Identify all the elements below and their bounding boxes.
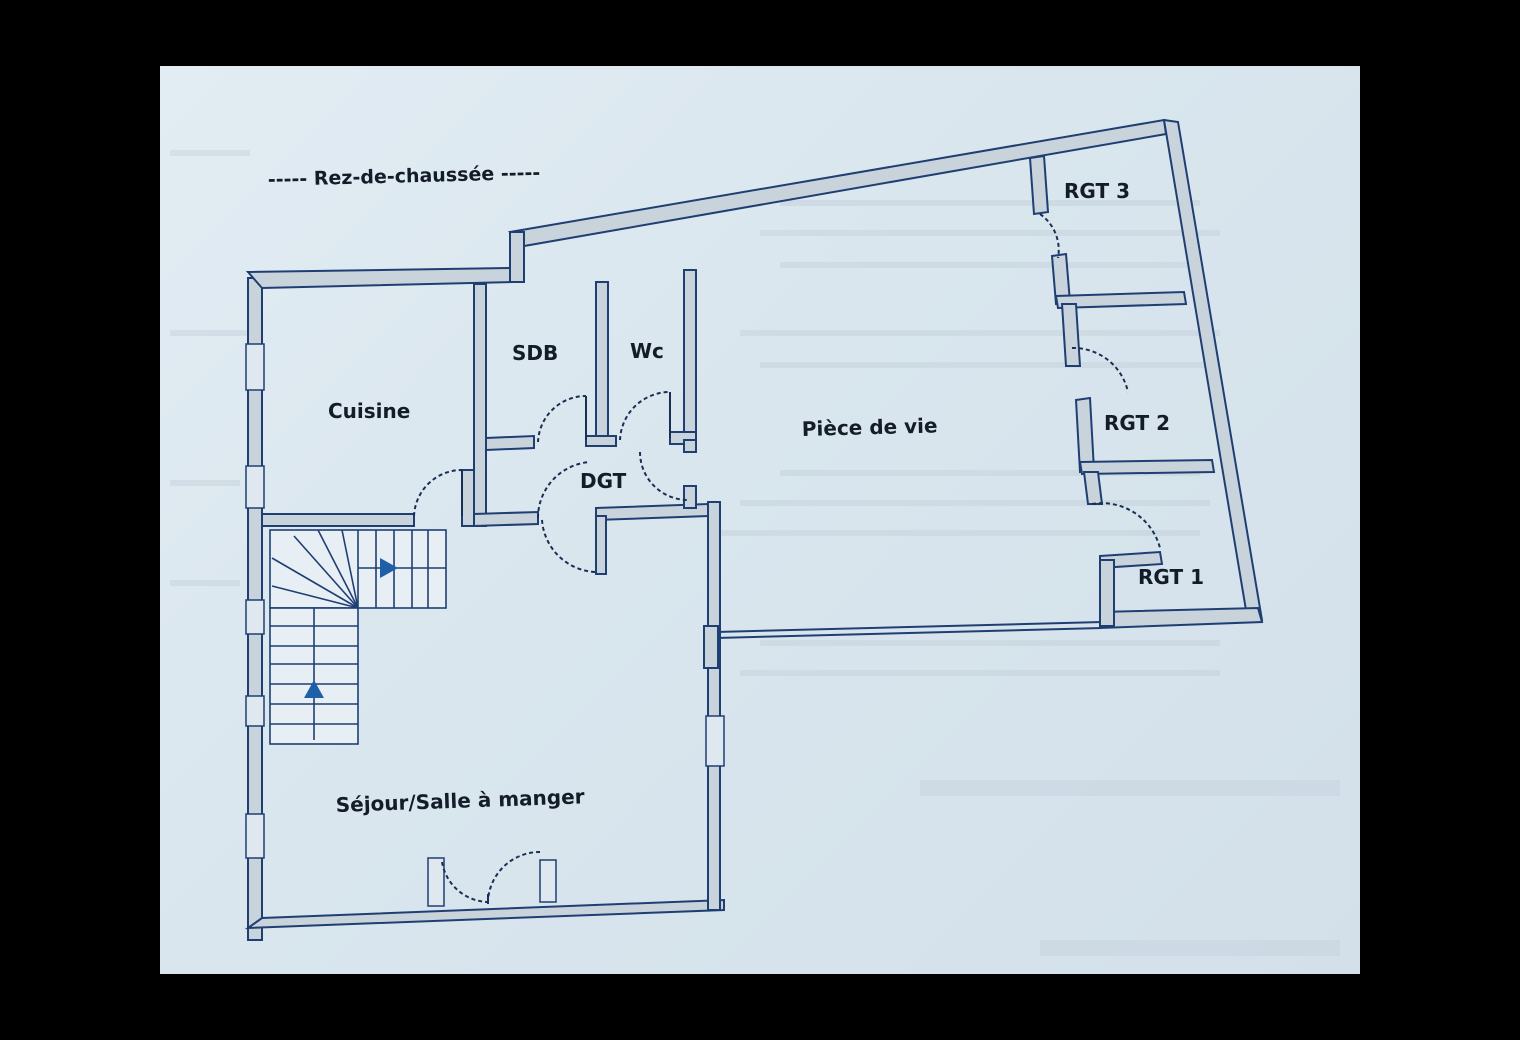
window-bottom-right (539, 859, 557, 903)
window-left-3 (245, 599, 265, 635)
staircase (269, 529, 447, 745)
door-rgt2-arc (1071, 346, 1129, 393)
door-piece-arc (639, 451, 689, 501)
door-rgt1-arc (1091, 502, 1161, 549)
door-wc-arc (619, 390, 671, 441)
room-label-cuisine: Cuisine (328, 399, 410, 423)
door-rgt3-arc (1039, 213, 1060, 259)
door-entry-left-arc (441, 861, 489, 903)
windows (245, 343, 725, 907)
window-left-4 (245, 695, 265, 727)
room-label-dgt: DGT (580, 469, 627, 493)
door-dgt-arc (536, 461, 591, 519)
stair-arrow-right-icon (380, 558, 398, 578)
door-kitchen-arc (413, 468, 463, 517)
doors (413, 213, 1161, 904)
door-sdb-arc (537, 394, 587, 443)
room-label-piece-de-vie: Pièce de vie (802, 413, 938, 441)
door-sejour-arc (541, 519, 597, 573)
paper-show-through (170, 150, 1340, 956)
room-label-sejour: Séjour/Salle à manger (335, 784, 585, 817)
room-label-rgt3: RGT 3 (1064, 179, 1130, 203)
stair-arrow-up-icon (304, 680, 324, 698)
window-bottom-left (427, 857, 445, 907)
room-label-wc: Wc (630, 339, 664, 363)
window-right-1 (705, 715, 725, 767)
room-label-rgt2: RGT 2 (1104, 411, 1170, 435)
window-left-1 (245, 343, 265, 391)
interior-walls (261, 154, 1216, 627)
room-label-rgt1: RGT 1 (1138, 565, 1204, 589)
window-left-5 (245, 813, 265, 859)
plan-title: ----- Rez-de-chaussée ----- (268, 162, 541, 191)
door-entry-right-arc (487, 850, 541, 901)
window-left-2 (245, 465, 265, 509)
room-label-sdb: SDB (512, 341, 558, 365)
